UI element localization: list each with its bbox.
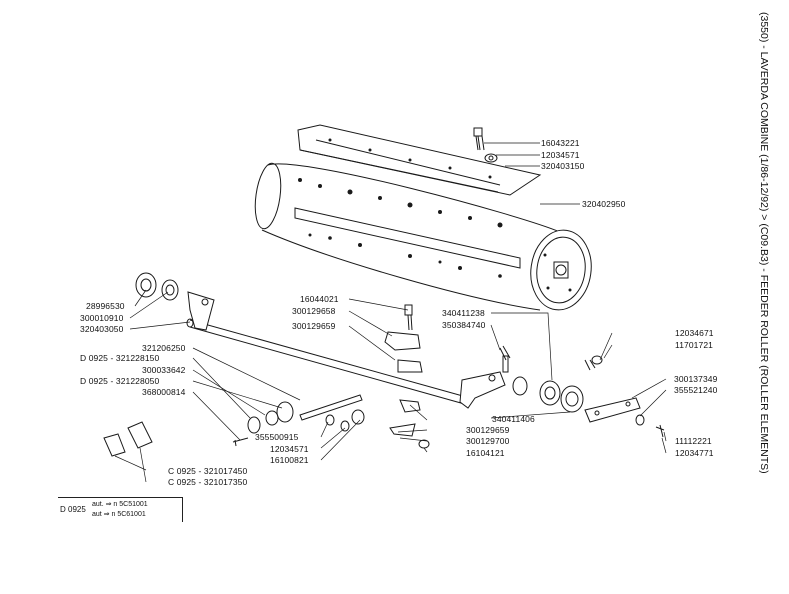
- center-clamp: [384, 304, 423, 373]
- part-label[interactable]: D 0925 - 321228150: [80, 353, 160, 363]
- part-label[interactable]: 300129659: [466, 425, 510, 435]
- part-label[interactable]: 340411238: [442, 308, 485, 318]
- right-lever: [459, 355, 509, 409]
- part-label[interactable]: 350384740: [442, 320, 486, 330]
- cover-plate: [297, 124, 542, 196]
- part-label[interactable]: 16043221: [541, 138, 580, 148]
- part-label[interactable]: 320403150: [541, 161, 585, 171]
- part-label[interactable]: 355500915: [255, 432, 299, 442]
- part-label[interactable]: 12034571: [270, 444, 309, 454]
- left-arm: [187, 291, 215, 331]
- page-title: (3550) - LAVERDA COMBINE (1/86-12/92) > …: [758, 12, 770, 474]
- part-label[interactable]: 300129659: [292, 321, 336, 331]
- part-label[interactable]: 16044021: [300, 294, 339, 304]
- main-shaft: [186, 318, 471, 406]
- note-line: aut ⇒ n 5C61001: [92, 511, 146, 518]
- part-label[interactable]: 340411406: [492, 414, 535, 424]
- part-label[interactable]: 368000814: [142, 387, 186, 397]
- part-label[interactable]: D 0925 - 321228050: [80, 376, 160, 386]
- part-label[interactable]: C 0925 - 321017450: [168, 466, 248, 476]
- part-label[interactable]: 355521240: [674, 385, 718, 395]
- note-line: aut. ⇒ n 5C51001: [92, 501, 148, 508]
- top-bolt: [473, 127, 498, 163]
- part-label[interactable]: 300033642: [142, 365, 186, 375]
- part-label[interactable]: 12034671: [675, 328, 714, 338]
- serial-note: D 0925 aut. ⇒ n 5C51001 aut ⇒ n 5C61001: [58, 497, 183, 522]
- part-label[interactable]: 12034771: [675, 448, 714, 458]
- note-code: D 0925: [60, 505, 86, 514]
- part-label[interactable]: 320403050: [80, 324, 124, 334]
- left-bearing: [135, 272, 179, 301]
- part-label[interactable]: 300129658: [292, 306, 336, 316]
- right-bracket: [584, 355, 665, 438]
- leader-lines: [114, 142, 667, 483]
- part-label[interactable]: 28996530: [86, 301, 125, 311]
- part-label[interactable]: 16100821: [270, 455, 309, 465]
- part-label[interactable]: 300137349: [674, 374, 718, 384]
- part-label[interactable]: 321206250: [142, 343, 186, 353]
- part-label[interactable]: C 0925 - 321017350: [168, 477, 248, 487]
- part-label[interactable]: 11112221: [675, 436, 712, 446]
- right-bearing: [512, 376, 584, 413]
- feeder-roller-drum: [254, 162, 592, 311]
- part-label[interactable]: 320402950: [582, 199, 626, 209]
- part-label[interactable]: 11701721: [675, 340, 713, 350]
- part-label[interactable]: 300129700: [466, 436, 510, 446]
- part-label[interactable]: 16104121: [466, 448, 505, 458]
- part-label[interactable]: 300010910: [80, 313, 124, 323]
- bent-plates: [103, 421, 153, 457]
- part-label[interactable]: 12034571: [541, 150, 580, 160]
